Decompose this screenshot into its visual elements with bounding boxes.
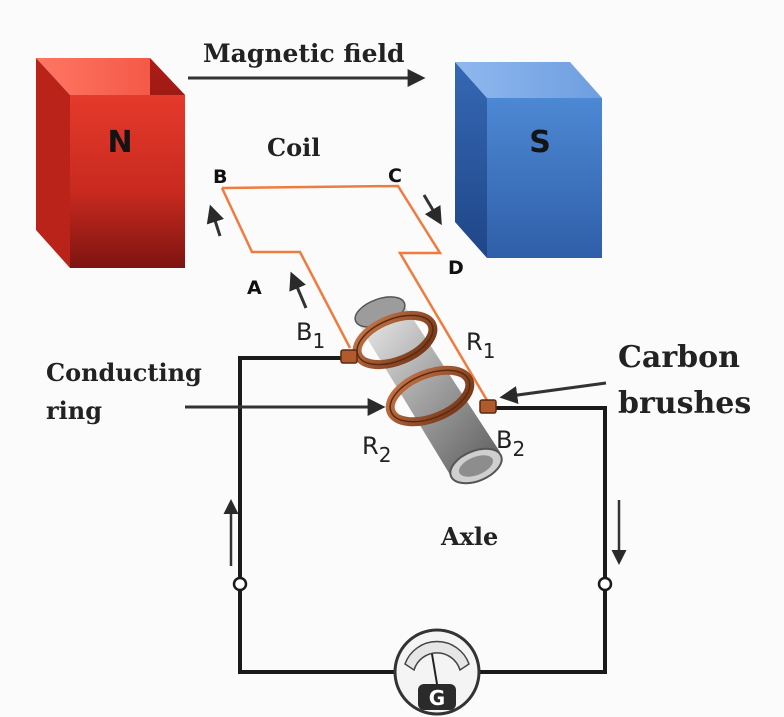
ring-r2-subscript: 2 [379, 443, 392, 467]
carbon-brushes-label-line1: Carbon [618, 340, 740, 375]
brush-b1-subscript: 1 [312, 329, 325, 353]
meter-needle [431, 653, 438, 685]
meter-base [418, 684, 456, 710]
axle-label: Axle [440, 522, 498, 551]
carbon-brushes-label-line2: brushes [618, 386, 751, 421]
brush-b2-subscript: 2 [512, 437, 525, 461]
brush-b1-label: B1 [296, 318, 325, 353]
south-magnet: S [455, 62, 602, 258]
coil [220, 184, 490, 403]
south-pole-label: S [529, 125, 551, 160]
magnetic-field-label: Magnetic field [203, 39, 404, 68]
carbon-brushes-arrow [499, 381, 607, 404]
coil-label: Coil [267, 133, 320, 162]
conducting-ring-label-line2: ring [46, 396, 102, 425]
galvanometer: G [393, 628, 481, 716]
ring-r2-letter: R [362, 432, 379, 460]
current-arrow-a [289, 271, 308, 309]
external-circuit [238, 356, 607, 674]
coil-point-c: C [388, 165, 402, 187]
north-magnet: N [36, 58, 185, 268]
ring-r1-label: R1 [466, 328, 495, 363]
slip-ring-r1 [352, 310, 438, 370]
current-arrow-cd [422, 194, 442, 226]
north-pole-label: N [107, 125, 132, 160]
meter-scale [404, 640, 470, 672]
terminal-right [597, 576, 613, 592]
ring-r1-letter: R [466, 328, 483, 356]
slip-ring-r2 [385, 365, 475, 427]
current-arrow-ab [206, 204, 224, 237]
brush-b2-letter: B [496, 426, 512, 454]
coil-point-b: B [213, 166, 227, 188]
ring-r2-label: R2 [362, 432, 391, 467]
galvanometer-symbol: G [429, 686, 445, 710]
ring-r1-subscript: 1 [483, 339, 496, 363]
brush-b2 [479, 399, 497, 414]
coil-point-a: A [247, 277, 262, 299]
terminal-left [232, 576, 248, 592]
brush-b1-letter: B [296, 318, 312, 346]
brush-b1 [340, 349, 358, 364]
coil-point-d: D [448, 257, 464, 279]
brush-b2-label: B2 [496, 426, 525, 461]
conducting-ring-label-line1: Conducting [46, 358, 202, 387]
